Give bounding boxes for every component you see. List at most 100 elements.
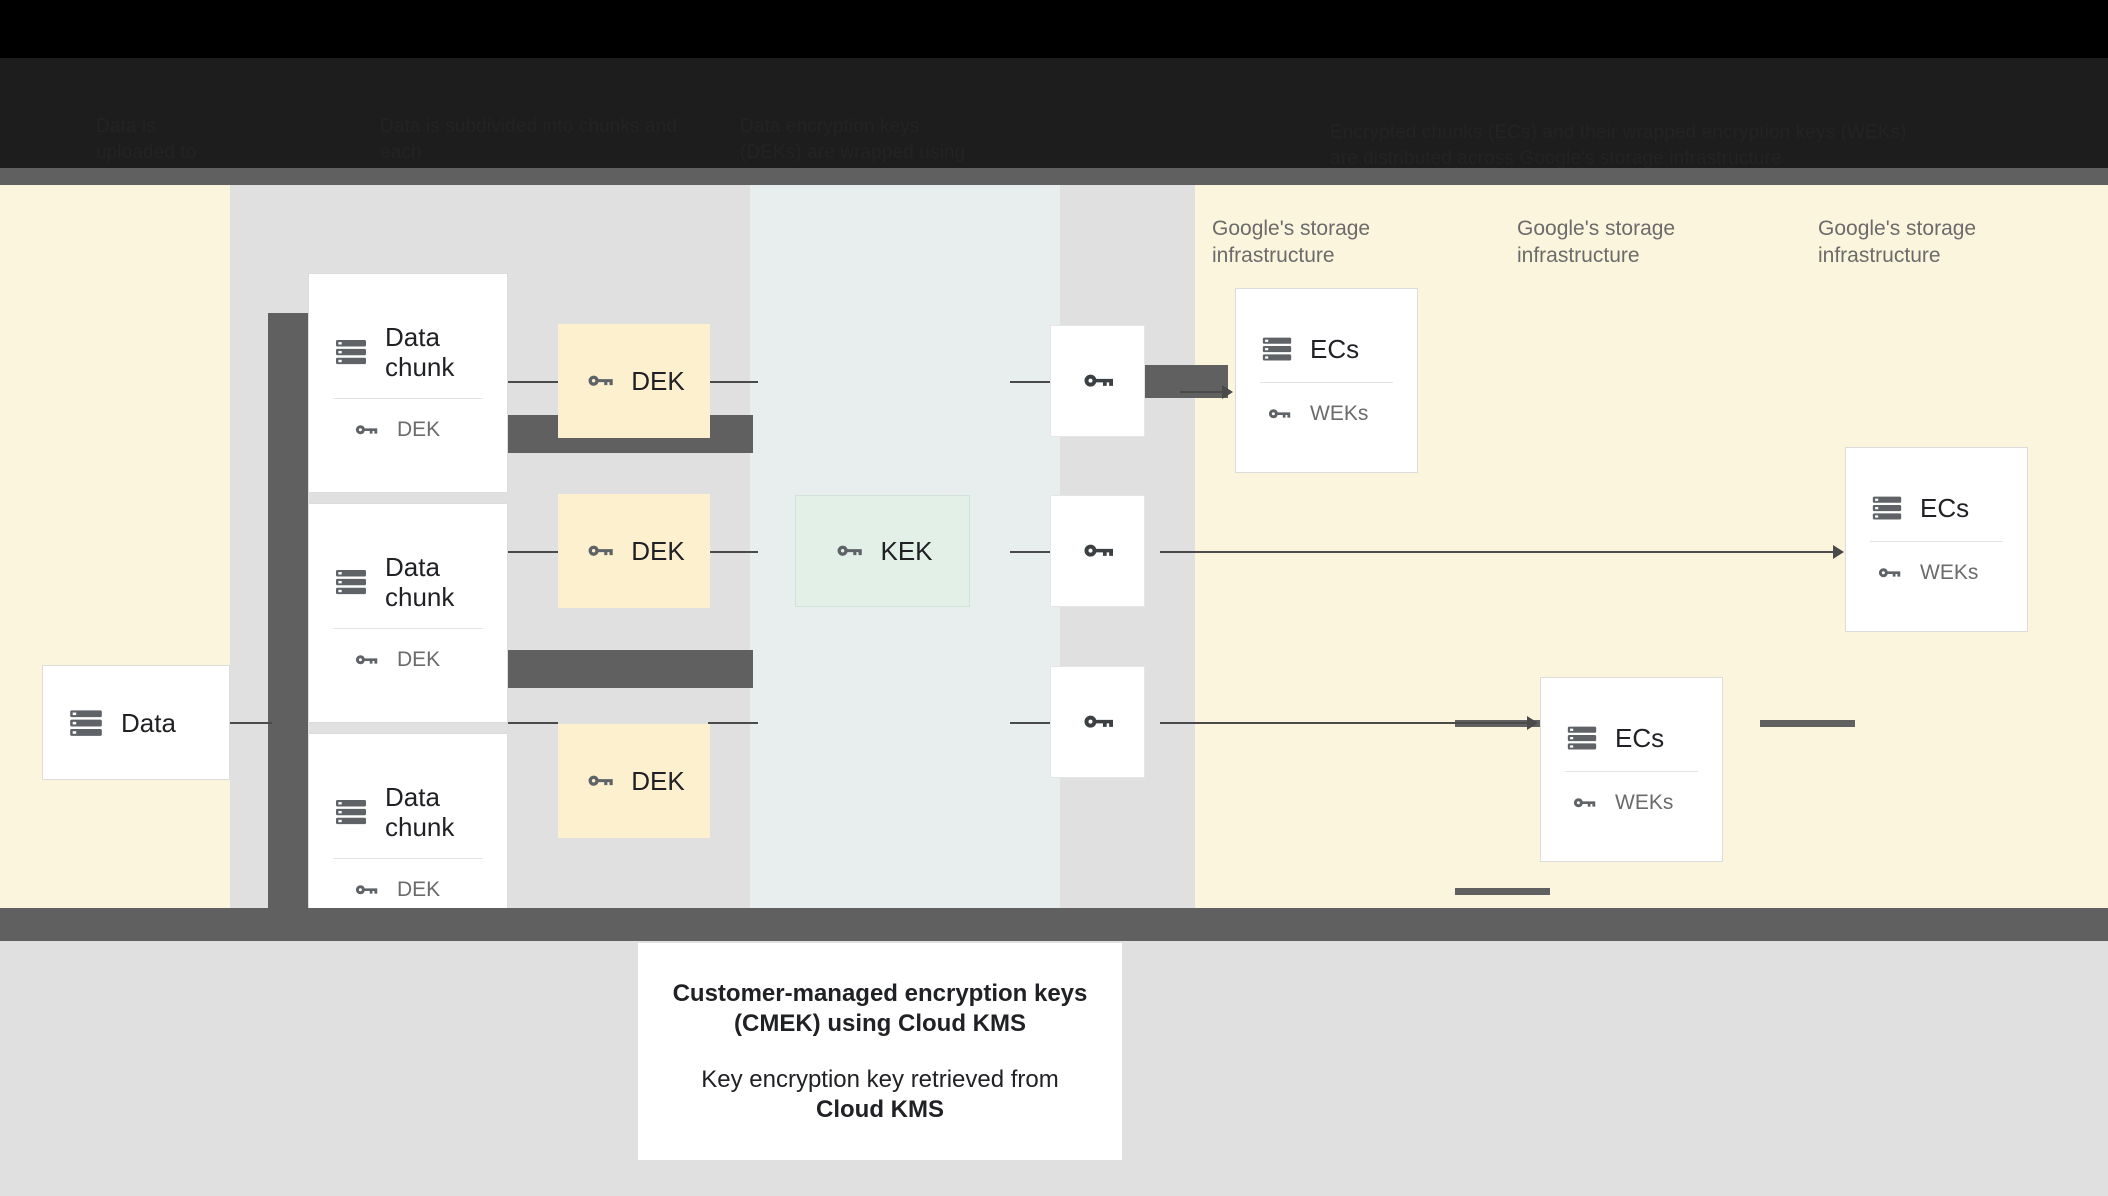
ec-card-2-title: ECs — [1920, 493, 1970, 523]
arrowhead-ec3 — [1527, 716, 1538, 730]
key-icon — [1078, 531, 1118, 571]
arrowhead-ec1 — [1222, 385, 1233, 399]
dek-box-1[interactable]: DEK — [558, 324, 710, 438]
storage-label-1: Google's storage infrastructure — [1212, 217, 1371, 267]
ec-card-3-title: ECs — [1615, 723, 1665, 753]
chunk-card-2-key-row: DEK — [309, 645, 507, 675]
database-icon — [333, 334, 369, 370]
key-icon — [1078, 361, 1118, 401]
chunk-card-3-row: Data chunk — [309, 782, 507, 842]
key-icon — [351, 875, 381, 905]
banner-bar: Data is uploaded to Google Data is subdi… — [0, 58, 2108, 215]
divider-strip-top — [0, 168, 2108, 185]
ec-card-2-key-row: WEKs — [1846, 558, 2027, 588]
key-icon — [583, 534, 617, 568]
ec-card-2-key-label: WEKs — [1920, 561, 1979, 584]
kek-box[interactable]: KEK — [795, 495, 970, 607]
dek-box-3[interactable]: DEK — [558, 724, 710, 838]
database-icon — [1870, 491, 1904, 525]
ec-card-3-key-row: WEKs — [1541, 788, 1722, 818]
divider-strip-bottom — [0, 908, 2108, 941]
wek-key-box-1[interactable] — [1050, 325, 1145, 437]
line-into-wek1 — [1010, 381, 1060, 383]
chunk-card-1-divider — [333, 397, 483, 399]
key-icon — [583, 364, 617, 398]
ec-card-3[interactable]: ECs WEKs — [1540, 677, 1723, 862]
dek-box-2-label: DEK — [631, 535, 685, 566]
line-wek2-to-ec2 — [1160, 551, 1840, 553]
ec-card-2[interactable]: ECs WEKs — [1845, 447, 2028, 632]
caption-card: Customer-managed encryption keys (CMEK) … — [638, 943, 1122, 1160]
bracket-arm-ec-mid2 — [1760, 720, 1855, 727]
key-icon — [1874, 558, 1904, 588]
key-icon — [1264, 399, 1294, 429]
database-icon — [1565, 721, 1599, 755]
data-card[interactable]: Data — [42, 665, 230, 780]
diagram-canvas: Data Data chunk DEK — [0, 185, 2108, 953]
ec-card-2-row: ECs — [1846, 491, 2027, 525]
chunk-card-3-title: Data chunk — [385, 781, 455, 842]
line-wek3-to-ec3 — [1160, 722, 1530, 724]
wek-key-box-2[interactable] — [1050, 495, 1145, 607]
database-icon — [333, 564, 369, 600]
wek-key-box-3[interactable] — [1050, 666, 1145, 778]
chunk-card-2[interactable]: Data chunk DEK — [308, 503, 508, 723]
chunk-card-3-divider — [333, 857, 483, 859]
line-chunk1-dek1 — [508, 381, 558, 383]
line-dek1-out — [708, 381, 758, 383]
dek-box-3-label: DEK — [631, 765, 685, 796]
dek-box-2[interactable]: DEK — [558, 494, 710, 608]
line-into-wek3 — [1010, 722, 1060, 724]
key-icon — [351, 415, 381, 445]
line-chunk3-dek3 — [508, 722, 558, 724]
storage-label-2: Google's storage infrastructure — [1517, 217, 1676, 267]
chunk-card-1-key-label: DEK — [397, 417, 441, 441]
chunk-card-1-title: Data chunk — [385, 321, 455, 382]
ec-card-1-divider — [1260, 382, 1393, 383]
banner-text-upload: Data is uploaded to Google — [96, 116, 197, 189]
ec-card-1-row: ECs — [1236, 332, 1417, 366]
data-card-title: Data — [121, 707, 176, 738]
caption-subtitle-prefix: Key encryption key retrieved from — [701, 1065, 1059, 1093]
key-icon — [351, 645, 381, 675]
chunk-card-3-key-label: DEK — [397, 877, 441, 901]
key-icon — [1078, 702, 1118, 742]
caption-subtitle-strong: Cloud KMS — [816, 1095, 944, 1123]
database-icon — [333, 794, 369, 830]
key-icon — [583, 764, 617, 798]
line-data-to-bracket — [230, 722, 272, 724]
line-chunk2-dek2 — [508, 551, 558, 553]
chunk-card-1[interactable]: Data chunk DEK — [308, 273, 508, 493]
bracket-arm-ec-bot — [1455, 888, 1550, 895]
storage-label-3: Google's storage infrastructure — [1818, 217, 1977, 267]
arrowhead-ec2 — [1833, 545, 1844, 559]
database-icon — [67, 704, 105, 742]
chunk-card-1-key-row: DEK — [309, 415, 507, 445]
ec-card-2-divider — [1870, 541, 2003, 542]
line-dek3-out — [708, 722, 758, 724]
ec-card-3-key-label: WEKs — [1615, 791, 1674, 814]
key-icon — [832, 534, 866, 568]
data-card-row: Data — [43, 704, 229, 742]
bracket-trunk — [268, 313, 308, 953]
ec-card-3-divider — [1565, 771, 1698, 772]
dek-box-1-label: DEK — [631, 365, 685, 396]
ec-card-1[interactable]: ECs WEKs — [1235, 288, 1418, 473]
line-wek1-to-ec1 — [1180, 391, 1230, 393]
chunk-card-3-key-row: DEK — [309, 875, 507, 905]
kek-box-label: KEK — [880, 535, 933, 566]
chunk-card-2-key-label: DEK — [397, 647, 441, 671]
line-kek-to-wek2 — [1010, 551, 1060, 553]
chunk-card-2-row: Data chunk — [309, 552, 507, 612]
line-dek2-out — [708, 551, 758, 553]
key-icon — [1569, 788, 1599, 818]
chunk-card-1-row: Data chunk — [309, 322, 507, 382]
ec-card-1-title: ECs — [1310, 334, 1360, 364]
caption-subtitle: Key encryption key retrieved from Cloud … — [666, 1065, 1094, 1125]
top-black-bar — [0, 0, 2108, 58]
chunk-card-2-title: Data chunk — [385, 551, 455, 612]
chunk-card-2-divider — [333, 627, 483, 629]
banner-text-distribution: Encrypted chunks (ECs) and their wrapped… — [1330, 122, 1907, 169]
ec-card-3-row: ECs — [1541, 721, 1722, 755]
caption-title: Customer-managed encryption keys (CMEK) … — [672, 979, 1088, 1037]
